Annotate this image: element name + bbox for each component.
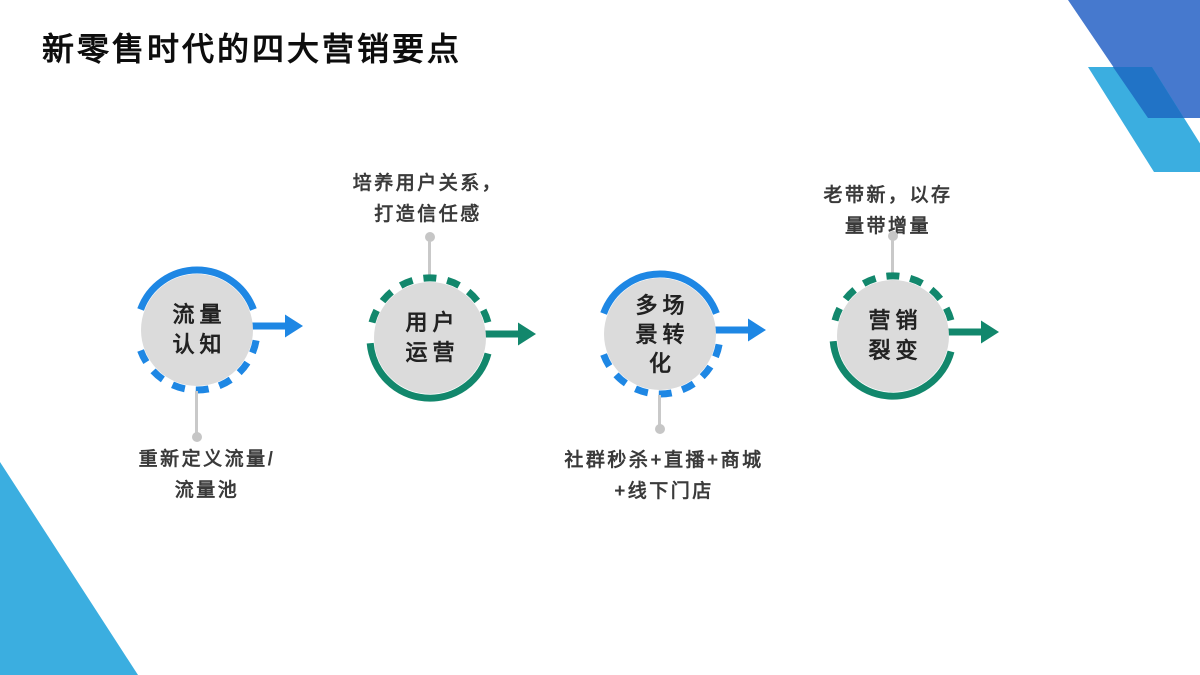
connector-dot [888,231,898,241]
annotation-line: 老带新，以存 [823,185,953,206]
step-4-ring-arrow [829,272,999,400]
arrow-head-icon [518,322,536,346]
step-label-line: 多场 [635,292,690,318]
annotation-line: +线下门店 [614,481,714,502]
step-2-ring-arrow [366,274,536,402]
step-label-line: 用户 [405,310,460,335]
page-title: 新零售时代的四大营销要点 [42,31,463,67]
step-4-annotation: 老带新，以存 量带增量 [823,180,952,242]
step-3-annotation: 社群秒杀+直播+商城 +线下门店 [564,445,763,507]
connector-dot [192,432,202,442]
step-1-ring-arrow [134,266,303,394]
step-2-label: 用户 运营 [374,282,486,394]
connector-dot [425,232,435,242]
annotation-line: 重新定义流量/ [138,449,276,470]
step-label-line: 流量 [172,302,227,327]
ring-dashed-arc [368,274,492,324]
connector-line [891,240,894,274]
deco-triangle-bottom-left [0,462,138,675]
deco-parallelogram-top-right-light [1088,67,1200,172]
step-label-line: 营销 [868,308,923,333]
step-label-line: 景转 [635,321,690,347]
step-3-circle [604,278,716,390]
deco-parallelogram-top-right-dark [1068,0,1200,118]
step-1-circle [141,274,253,386]
step-4-circle [837,280,949,392]
step-label-line: 认知 [172,332,227,357]
step-1-label: 流量 认知 [141,274,253,386]
connector-line [428,241,431,277]
step-label-line: 化 [648,350,676,376]
ring-solid-arc [600,270,720,315]
connector-dot [655,424,665,434]
step-2-circle [374,282,486,394]
connector-line [195,391,198,433]
step-2-annotation: 培养用户关系， 打造信任感 [353,168,504,230]
step-4-label: 营销 裂变 [837,280,949,392]
annotation-line: 社群秒杀+直播+商城 [564,450,764,471]
step-3-ring-arrow [597,270,766,398]
ring-solid-arc [829,340,955,400]
step-1-annotation: 重新定义流量/ 流量池 [139,444,276,506]
annotation-line: 打造信任感 [374,204,482,225]
annotation-line: 量带增量 [844,216,932,237]
step-label-line: 裂变 [868,338,923,363]
arrow-head-icon [285,314,303,338]
ring-solid-arc [137,266,257,311]
step-label-line: 运营 [405,340,460,365]
connector-line [658,395,661,425]
step-3-label: 多场 景转 化 [604,278,716,390]
arrow-head-icon [981,320,999,344]
ring-solid-arc [366,342,492,402]
annotation-line: 流量池 [174,480,240,501]
ring-dashed-arc [831,272,955,322]
ring-dashed-arc [134,339,260,394]
deco-parallelogram-top-right-overlap [1113,67,1184,118]
ring-dashed-arc [597,343,723,398]
annotation-line: 培养用户关系， [352,173,504,194]
arrow-head-icon [748,318,766,342]
